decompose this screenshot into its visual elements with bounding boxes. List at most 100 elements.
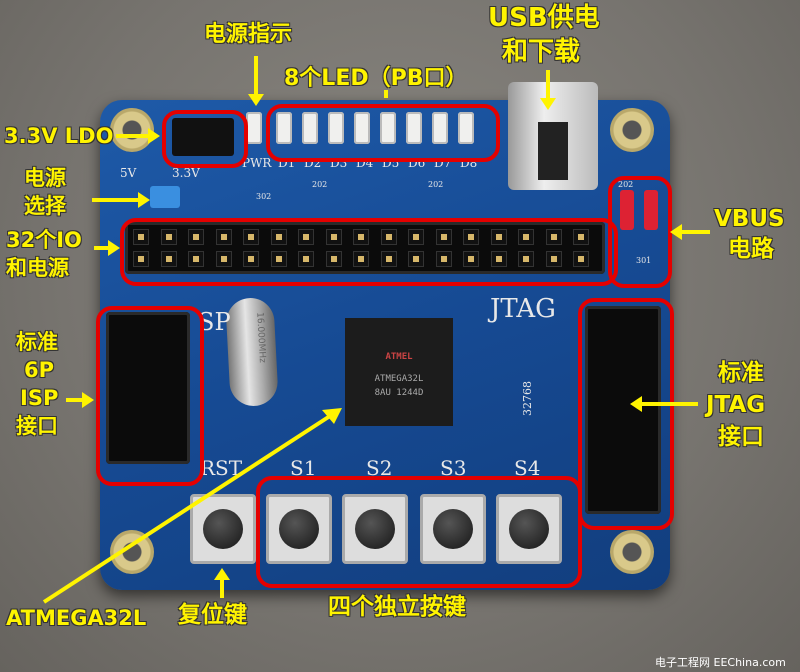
silk-res-302: 302 <box>256 192 272 201</box>
vbus-diode-1 <box>620 190 634 230</box>
button-s2 <box>342 494 408 564</box>
label-leds: 8个LED（PB口） <box>284 66 468 91</box>
label-power-indicator: 电源指示 <box>204 22 293 47</box>
silk-pwr: PWR <box>242 156 272 170</box>
led-d7 <box>432 112 448 144</box>
chip-part: ATMEGA32L <box>374 374 424 384</box>
power-led <box>246 112 262 144</box>
io-pin <box>463 229 479 245</box>
mcu-chip: ATMEL ATMEGA32L 8AU 1244D <box>335 308 463 436</box>
leds-highlight <box>266 104 500 162</box>
io-pin <box>353 229 369 245</box>
label-usb-power-2: 和下载 <box>502 37 581 67</box>
ldo-regulator <box>172 118 234 156</box>
io-pin <box>270 229 287 245</box>
io-pin <box>160 251 177 267</box>
io-pin <box>215 251 232 267</box>
io-header-highlight <box>120 218 618 286</box>
button-s4 <box>496 494 562 564</box>
io-pin <box>215 229 232 245</box>
label-usb-power-1: USB供电 <box>488 3 600 33</box>
crystal-oscillator: 16.000MHz <box>225 296 279 408</box>
io-pin <box>518 251 534 267</box>
chip-lot: 8AU 1244D <box>374 388 424 398</box>
io-pin <box>188 251 204 267</box>
jtag-highlight <box>578 298 674 530</box>
led-d2 <box>302 112 318 144</box>
label-power-select-2: 选择 <box>24 194 66 218</box>
label-jtag-1: 标准 <box>718 360 764 386</box>
io-pin <box>133 251 149 267</box>
vbus-diode-2 <box>644 190 658 230</box>
mounting-hole-bottom-right <box>610 530 654 574</box>
io-pin <box>408 251 424 267</box>
io-pin <box>133 229 149 245</box>
io-pin <box>353 251 369 267</box>
io-pin <box>325 229 342 245</box>
io-pin <box>435 229 452 245</box>
mounting-hole-top-right <box>610 108 654 152</box>
io-pin <box>463 251 479 267</box>
led-d5 <box>380 112 396 144</box>
jtag-header <box>585 306 661 514</box>
io-pin <box>545 251 562 267</box>
led-d1 <box>276 112 292 144</box>
io-pin <box>573 229 589 245</box>
mounting-hole-top-left <box>110 108 154 152</box>
label-power-select-1: 电源 <box>24 166 66 190</box>
crystal-marking: 16.000MHz <box>254 311 267 364</box>
io-pin <box>270 251 287 267</box>
io-pin <box>573 251 589 267</box>
silk-res-301: 301 <box>636 256 652 265</box>
button-s3 <box>420 494 486 564</box>
silk-rst: RST <box>200 456 243 480</box>
label-vbus-2: 电路 <box>728 236 774 262</box>
silk-5v: 5V <box>120 166 137 180</box>
io-pin <box>188 229 204 245</box>
io-pin <box>298 251 314 267</box>
label-reset-key: 复位键 <box>178 602 247 628</box>
ldo-highlight <box>162 110 248 168</box>
io-pin <box>160 229 177 245</box>
io-pin <box>490 229 507 245</box>
label-isp-4: 接口 <box>16 414 58 438</box>
label-jtag-3: 接口 <box>718 424 764 450</box>
led-d8 <box>458 112 474 144</box>
label-io-power-1: 32个IO <box>6 228 82 252</box>
silk-res-202b: 202 <box>428 180 444 189</box>
reset-button <box>190 494 256 564</box>
keys-highlight <box>256 476 582 588</box>
label-isp-2: 6P <box>24 358 55 382</box>
led-d4 <box>354 112 370 144</box>
mounting-hole-bottom-left <box>110 530 154 574</box>
io-pin <box>408 229 424 245</box>
chip-brand: ATMEL <box>385 352 413 362</box>
io-pin <box>243 229 259 245</box>
io-pin <box>545 229 562 245</box>
led-d6 <box>406 112 422 144</box>
watermark: 电子工程网 EEChina.com <box>655 656 786 669</box>
io-pin <box>490 251 507 267</box>
io-pin <box>380 251 397 267</box>
isp-highlight <box>96 306 204 486</box>
io-pin <box>243 251 259 267</box>
io-pin <box>298 229 314 245</box>
silk-crystal-code: 32768 <box>521 381 534 416</box>
label-mcu: ATMEGA32L <box>6 606 147 630</box>
silk-jtag: JTAG <box>490 294 556 324</box>
label-isp-3: ISP <box>20 386 59 410</box>
io-pin <box>380 229 397 245</box>
silk-res-202c: 202 <box>618 180 634 189</box>
io-pin <box>518 229 534 245</box>
mini-usb-connector <box>508 82 598 190</box>
silk-res-202a: 202 <box>312 180 328 189</box>
label-vbus-1: VBUS <box>714 206 785 232</box>
arrow-isp-head <box>82 392 94 408</box>
power-select-jumper <box>150 186 180 208</box>
label-four-keys: 四个独立按键 <box>328 594 466 620</box>
io-pin <box>325 251 342 267</box>
label-io-power-2: 和电源 <box>6 256 69 280</box>
label-ldo: 3.3V LDO <box>4 124 114 148</box>
label-jtag-2: JTAG <box>706 392 766 418</box>
